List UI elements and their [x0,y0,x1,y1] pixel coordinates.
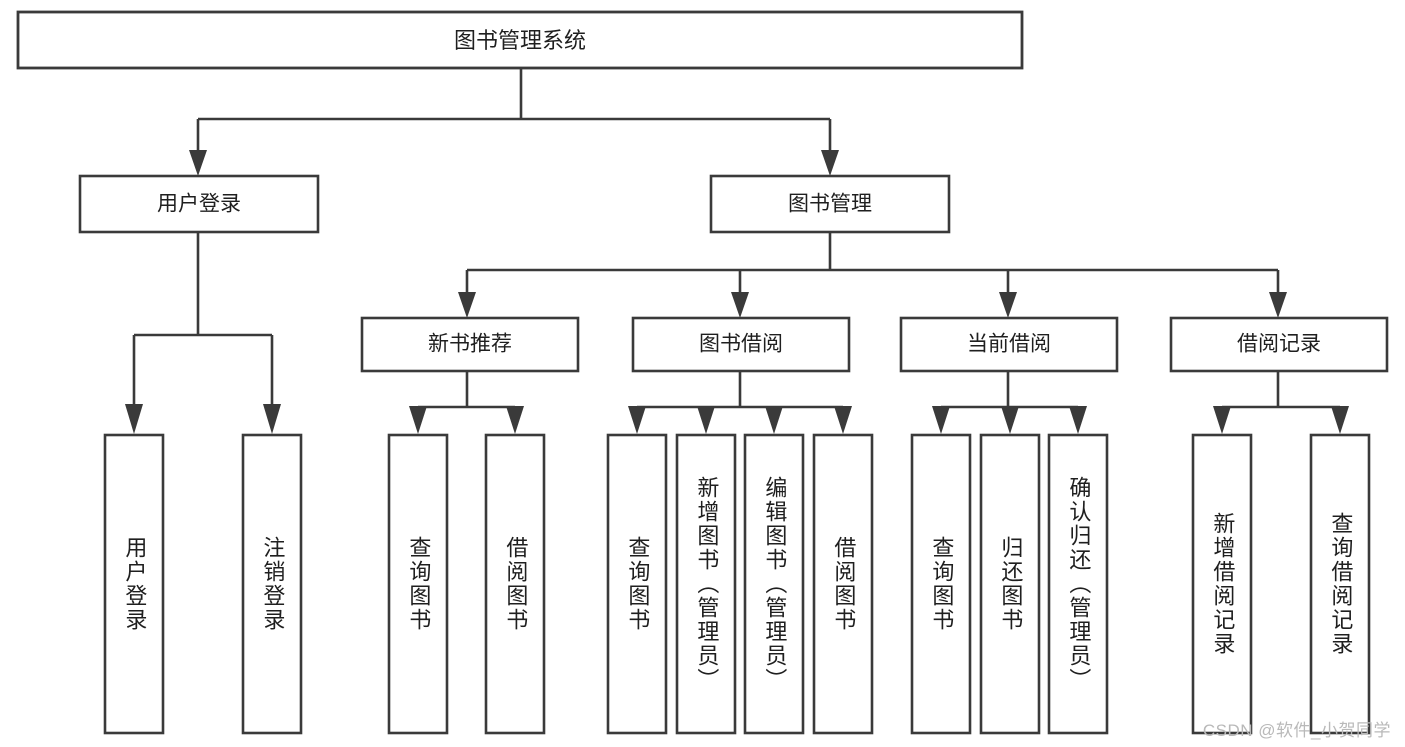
node-root-library-system[interactable] [16,10,1024,70]
leaf-user-login[interactable] [103,433,165,735]
arrow-leaf-query-book-recommend [409,406,427,434]
leaf-user-logout[interactable] [241,433,303,735]
leaf-query-book-current[interactable] [910,433,972,735]
leaf-borrow-book-recommend[interactable] [484,433,546,735]
leaf-edit-book-admin[interactable] [743,433,805,735]
node-root-library-system-label: 图书管理系统 [454,28,586,53]
arrow-book-borrow [731,292,749,318]
leaf-return-book[interactable] [979,433,1041,735]
arrow-borrow-record [1269,292,1287,318]
node-book-borrow[interactable] [631,316,851,373]
node-borrow-record-label: 借阅记录 [1237,333,1321,356]
leaf-query-book-recommend[interactable] [387,433,449,735]
node-layer: 图书管理系统 用户登录 图书管理 新书推荐 图书借阅 当前借阅 借阅记录 [16,10,1389,735]
leaf-add-book-admin[interactable] [675,433,737,735]
arrow-leaf-query-book-borrow [628,406,646,434]
arrow-leaf-confirm-return-admin [1069,406,1087,434]
leaf-query-book-borrow[interactable] [606,433,668,735]
node-book-borrow-label: 图书借阅 [699,333,783,356]
node-user-login[interactable] [78,174,320,234]
node-new-book-recommend[interactable] [360,316,580,373]
node-user-login-label: 用户登录 [157,193,241,216]
arrow-leaf-return-book [1001,406,1019,434]
connector-layer [125,68,1349,434]
arrow-new-book-recommend [458,292,476,318]
arrow-leaf-user-logout [263,404,281,434]
arrow-book-management [821,150,839,176]
arrow-leaf-edit-book-admin [765,406,783,434]
arrow-current-borrow [999,292,1017,318]
node-current-borrow[interactable] [899,316,1119,373]
node-book-management[interactable] [709,174,951,234]
node-borrow-record[interactable] [1169,316,1389,373]
arrow-leaf-add-borrow-record [1213,406,1231,434]
node-new-book-recommend-label: 新书推荐 [428,333,512,356]
arrow-leaf-query-borrow-record [1331,406,1349,434]
arrow-leaf-borrow-book-recommend [506,406,524,434]
arrow-leaf-borrow-book [834,406,852,434]
arrow-leaf-add-book-admin [697,406,715,434]
csdn-watermark: CSDN @软件_小贺同学 [1202,721,1391,740]
node-current-borrow-label: 当前借阅 [967,333,1051,356]
leaf-add-borrow-record[interactable] [1191,433,1253,735]
leaf-confirm-return-admin[interactable] [1047,433,1109,735]
leaf-borrow-book[interactable] [812,433,874,735]
arrow-user-login [189,150,207,176]
arrow-leaf-user-login [125,404,143,434]
leaf-query-borrow-record[interactable] [1309,433,1371,735]
arrow-leaf-query-book-current [932,406,950,434]
node-book-management-label: 图书管理 [788,193,872,216]
